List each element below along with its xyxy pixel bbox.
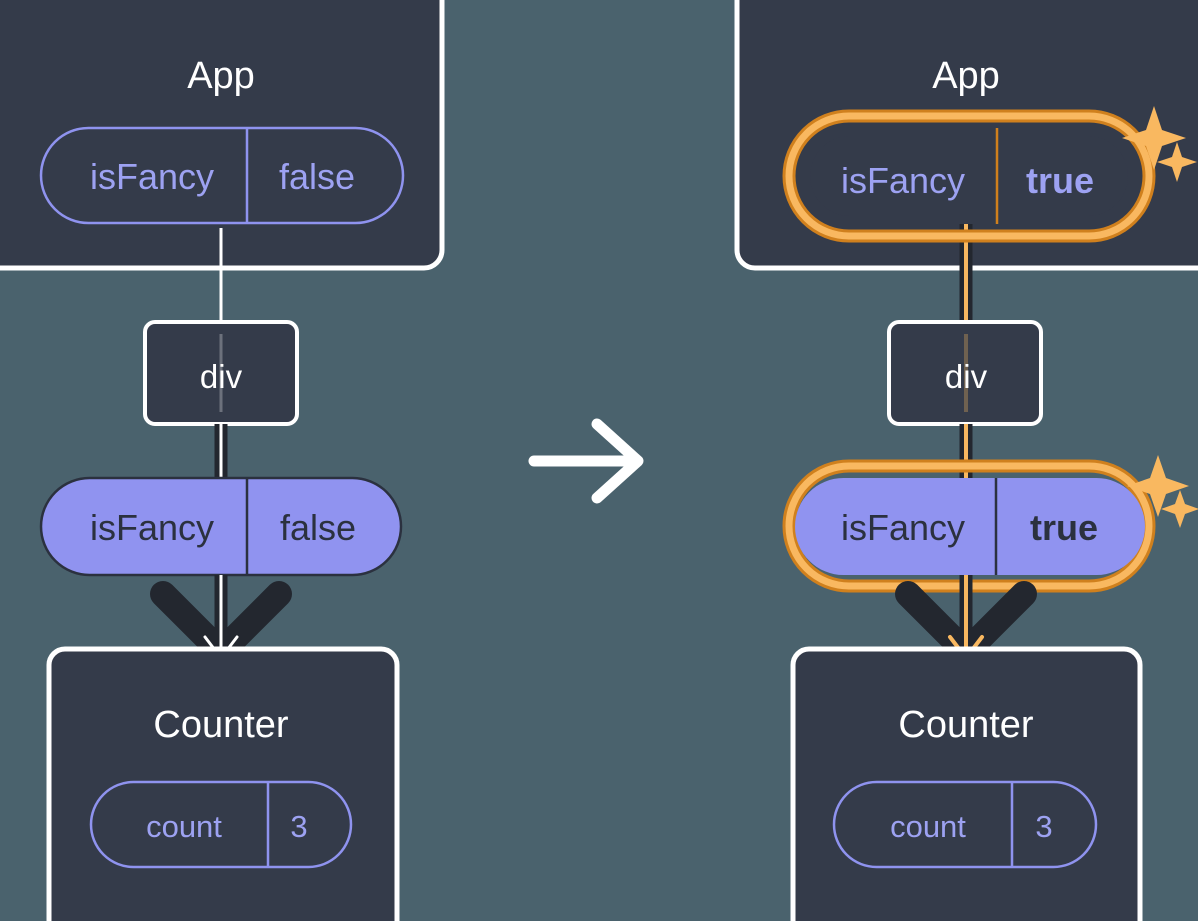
left-counter-pill-shape: [89, 780, 353, 869]
left-counter-pill-value: 3: [290, 809, 307, 844]
right-counter-card-title: Counter: [898, 704, 1034, 746]
right-app-pill-key: isFancy: [841, 160, 965, 201]
transition-arrow-head: [591, 418, 644, 504]
left-counter-card-title: Counter: [153, 704, 289, 746]
right-props-sparkle-large-icon: [1127, 455, 1189, 517]
right-props-pill-shape: [795, 478, 1145, 575]
left-app-pill-value: false: [279, 156, 355, 197]
left-app-pill: isFancy false: [39, 126, 405, 225]
left-app-pill-shape: [39, 126, 405, 225]
right-props-pill-value: true: [1030, 507, 1098, 548]
right-app-pill-highlight-inner: [785, 112, 1153, 240]
right-counter-pill-value: 3: [1035, 809, 1052, 844]
right-app-pill-shape: [810, 136, 1128, 216]
right-props-pill[interactable]: isFancy true: [782, 455, 1198, 593]
right-counter-pill-shape: [832, 780, 1098, 869]
left-div-node-label: div: [200, 358, 243, 395]
left-counter-card: Counter count 3: [46, 646, 400, 921]
left-app-card: App: [0, 0, 445, 271]
left-counter-pill-key: count: [146, 809, 222, 844]
right-app-card-title: App: [932, 55, 1000, 97]
right-props-sparkle-small-icon: [1161, 490, 1198, 528]
left-app-card-title: App: [187, 55, 255, 97]
left-props-pill-value: false: [280, 507, 356, 548]
right-div-node-label: div: [945, 358, 988, 395]
left-counter-card-box: [46, 646, 400, 921]
right-counter-card: Counter count 3: [790, 646, 1143, 921]
left-app-card-box: [0, 0, 445, 271]
right-counter-pill-key: count: [890, 809, 966, 844]
left-props-pill: isFancy false: [39, 476, 403, 577]
left-props-pill-key: isFancy: [90, 507, 214, 548]
left-div-node: div: [143, 320, 299, 426]
right-app-pill-value: true: [1026, 160, 1094, 201]
right-app-pill[interactable]: isFancy true: [782, 106, 1197, 243]
right-app-sparkle-small-icon: [1157, 142, 1197, 182]
right-app-sparkle-large-icon: [1122, 106, 1186, 170]
transition-arrow-icon: [528, 418, 644, 504]
left-app-pill-key: isFancy: [90, 156, 214, 197]
right-counter-card-box: [790, 646, 1143, 921]
right-props-pill-key: isFancy: [841, 507, 965, 548]
right-div-node: div: [887, 320, 1043, 426]
